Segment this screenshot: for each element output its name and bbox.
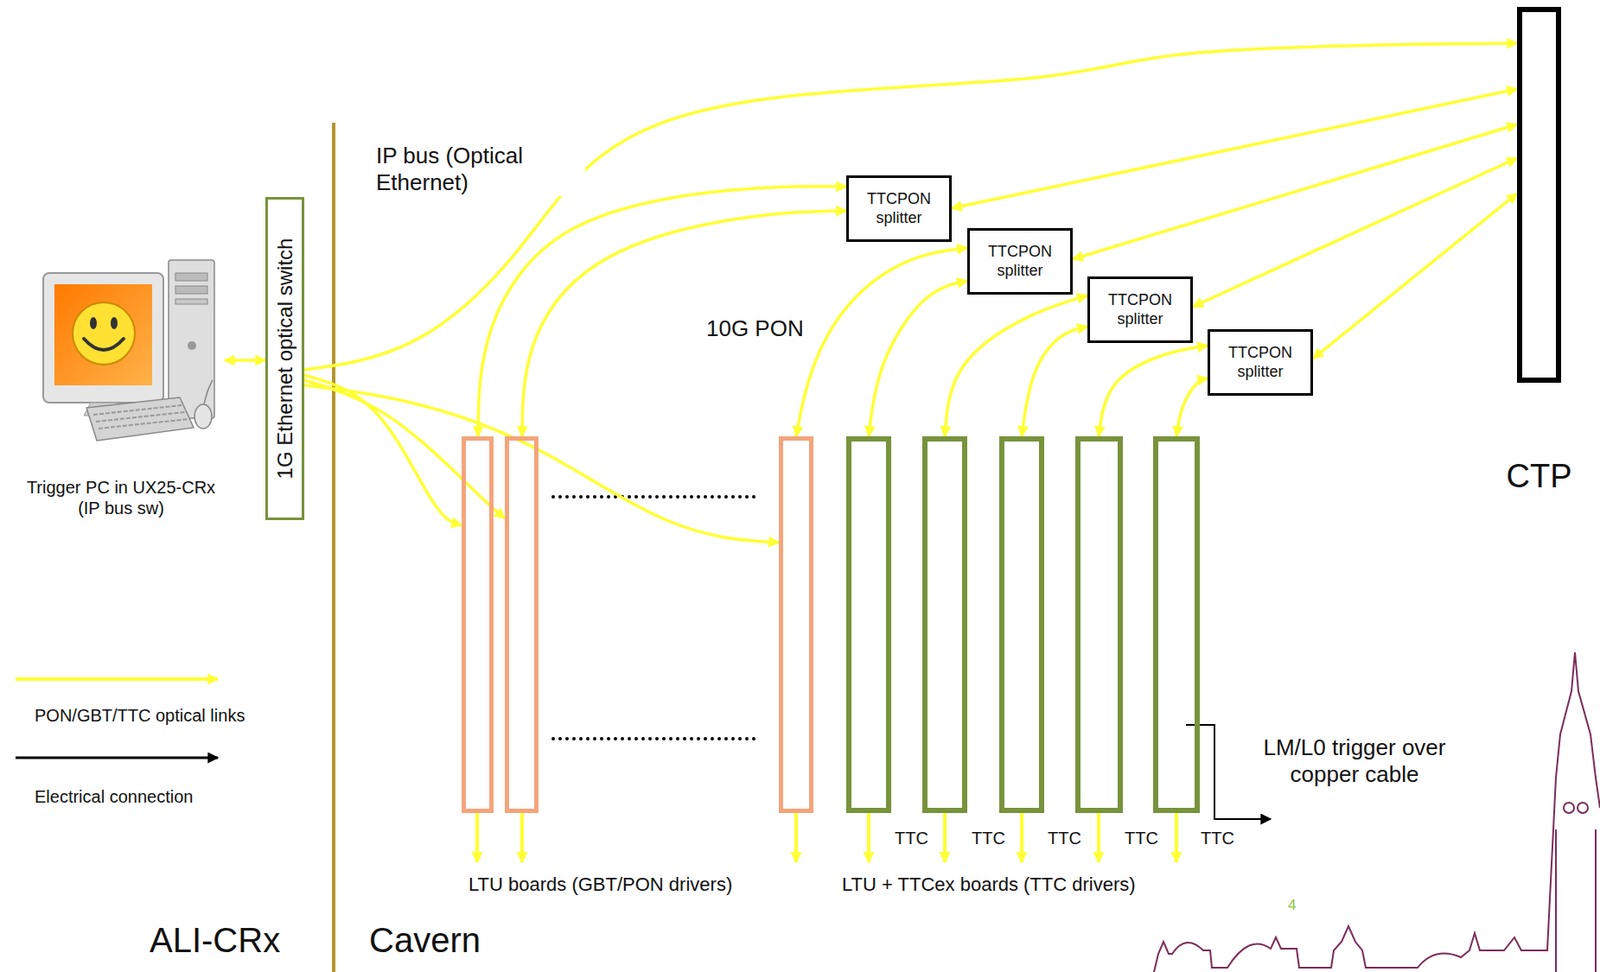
ltu-ttcex-board bbox=[846, 436, 892, 814]
optical-link bbox=[224, 358, 266, 363]
area-label: Cavern bbox=[367, 919, 483, 962]
region-divider bbox=[331, 122, 336, 972]
node-label: Trigger PC in UX25-CRx (IP bus sw) bbox=[17, 477, 225, 519]
optical-link bbox=[1098, 345, 1208, 437]
optical-link bbox=[1176, 378, 1208, 437]
node-label: 1G Ethernet optical switch bbox=[272, 238, 298, 480]
ltu-ttcex-board bbox=[1153, 436, 1200, 814]
drive-bay bbox=[175, 273, 208, 281]
ltu-board bbox=[461, 436, 494, 814]
skyline-decoration bbox=[1153, 652, 1600, 972]
ttcpon-splitter: TTCPON splitter bbox=[846, 175, 952, 243]
optical-link bbox=[796, 248, 968, 437]
smiley-eye bbox=[110, 317, 118, 330]
tower-clock bbox=[1577, 803, 1588, 814]
pc-illustration bbox=[43, 260, 215, 441]
output-label: TTC bbox=[892, 828, 931, 849]
ltu-ttcex-board bbox=[1075, 436, 1123, 814]
node-label: CTP bbox=[1506, 457, 1573, 498]
ethernet-switch: 1G Ethernet optical switch bbox=[265, 197, 305, 521]
node-label: TTCPON splitter bbox=[1217, 344, 1304, 382]
ltu-board bbox=[778, 436, 814, 814]
legend-item: Electrical connection bbox=[32, 786, 195, 808]
smiley-face bbox=[72, 302, 135, 365]
drive-bay bbox=[175, 299, 208, 305]
mouse bbox=[194, 404, 212, 429]
output-label: TTC bbox=[1045, 828, 1084, 849]
link-type-label: 10G PON bbox=[704, 315, 806, 343]
legend-text: Electrical connection bbox=[34, 787, 193, 807]
page-number: 4 bbox=[1286, 897, 1298, 915]
ltu-board bbox=[504, 436, 539, 814]
output-arrow bbox=[475, 813, 479, 863]
smiley-eye bbox=[89, 317, 97, 330]
monitor-screen bbox=[54, 284, 153, 386]
monitor bbox=[43, 273, 164, 403]
optical-link bbox=[478, 186, 847, 437]
output-label: TTC bbox=[969, 828, 1008, 849]
tower-side bbox=[1555, 829, 1596, 972]
tower-clock bbox=[1563, 803, 1575, 814]
output-arrow bbox=[1096, 813, 1101, 863]
optical-link bbox=[1072, 124, 1518, 260]
continuation-dots bbox=[553, 495, 761, 499]
trigger-pc: Trigger PC in UX25-CRx (IP bus sw) bbox=[17, 259, 225, 519]
keyboard-keys bbox=[93, 405, 189, 429]
node-label: TTCPON splitter bbox=[976, 242, 1064, 281]
node-label: TTCPON splitter bbox=[1096, 291, 1184, 329]
ttcpon-splitter: TTCPON splitter bbox=[1087, 276, 1193, 344]
group-label: LTU boards (GBT/PON drivers) bbox=[466, 873, 734, 897]
keyboard bbox=[86, 397, 194, 441]
node-label: TTCPON splitter bbox=[855, 190, 943, 228]
optical-link bbox=[522, 210, 847, 437]
optical-link bbox=[304, 385, 779, 543]
group-label: LTU + TTCex boards (TTC drivers) bbox=[840, 873, 1138, 897]
output-label: TTC bbox=[1122, 828, 1161, 849]
ltu-ttcex-board bbox=[999, 436, 1045, 814]
legend-text: PON/GBT/TTC optical links bbox=[34, 706, 245, 726]
power-button bbox=[187, 341, 197, 351]
optical-link bbox=[1313, 193, 1518, 359]
output-arrow bbox=[794, 813, 798, 863]
continuation-dots bbox=[553, 737, 761, 741]
optical-link bbox=[1021, 326, 1088, 437]
optical-link bbox=[944, 295, 1088, 437]
skyline-outline bbox=[1153, 652, 1600, 972]
optical-link bbox=[304, 43, 1518, 370]
ctp-box: CTP bbox=[1517, 6, 1562, 383]
legend-sample-electrical bbox=[15, 757, 218, 760]
legend-item: PON/GBT/TTC optical links bbox=[32, 705, 247, 727]
mouse-cable bbox=[203, 380, 213, 405]
output-arrow bbox=[943, 813, 947, 863]
optical-link bbox=[868, 280, 968, 437]
drive-bay bbox=[175, 286, 208, 294]
ltu-ttcex-board bbox=[922, 436, 968, 814]
output-label: TTC bbox=[1198, 828, 1237, 849]
output-arrow bbox=[1174, 813, 1179, 863]
area-label: ALI-CRx bbox=[147, 919, 282, 962]
output-arrow bbox=[866, 813, 871, 863]
output-arrow bbox=[1019, 813, 1024, 863]
trigger-note: LM/L0 trigger over copper cable bbox=[1244, 734, 1465, 789]
smiley-mouth bbox=[83, 338, 124, 351]
pc-tower bbox=[168, 260, 215, 419]
legend-sample-optical bbox=[15, 677, 218, 682]
ttcpon-splitter: TTCPON splitter bbox=[967, 228, 1073, 295]
link-type-label: IP bus (Optical Ethernet) bbox=[374, 142, 586, 197]
ttcpon-splitter: TTCPON splitter bbox=[1207, 329, 1314, 396]
output-arrow bbox=[520, 813, 524, 863]
